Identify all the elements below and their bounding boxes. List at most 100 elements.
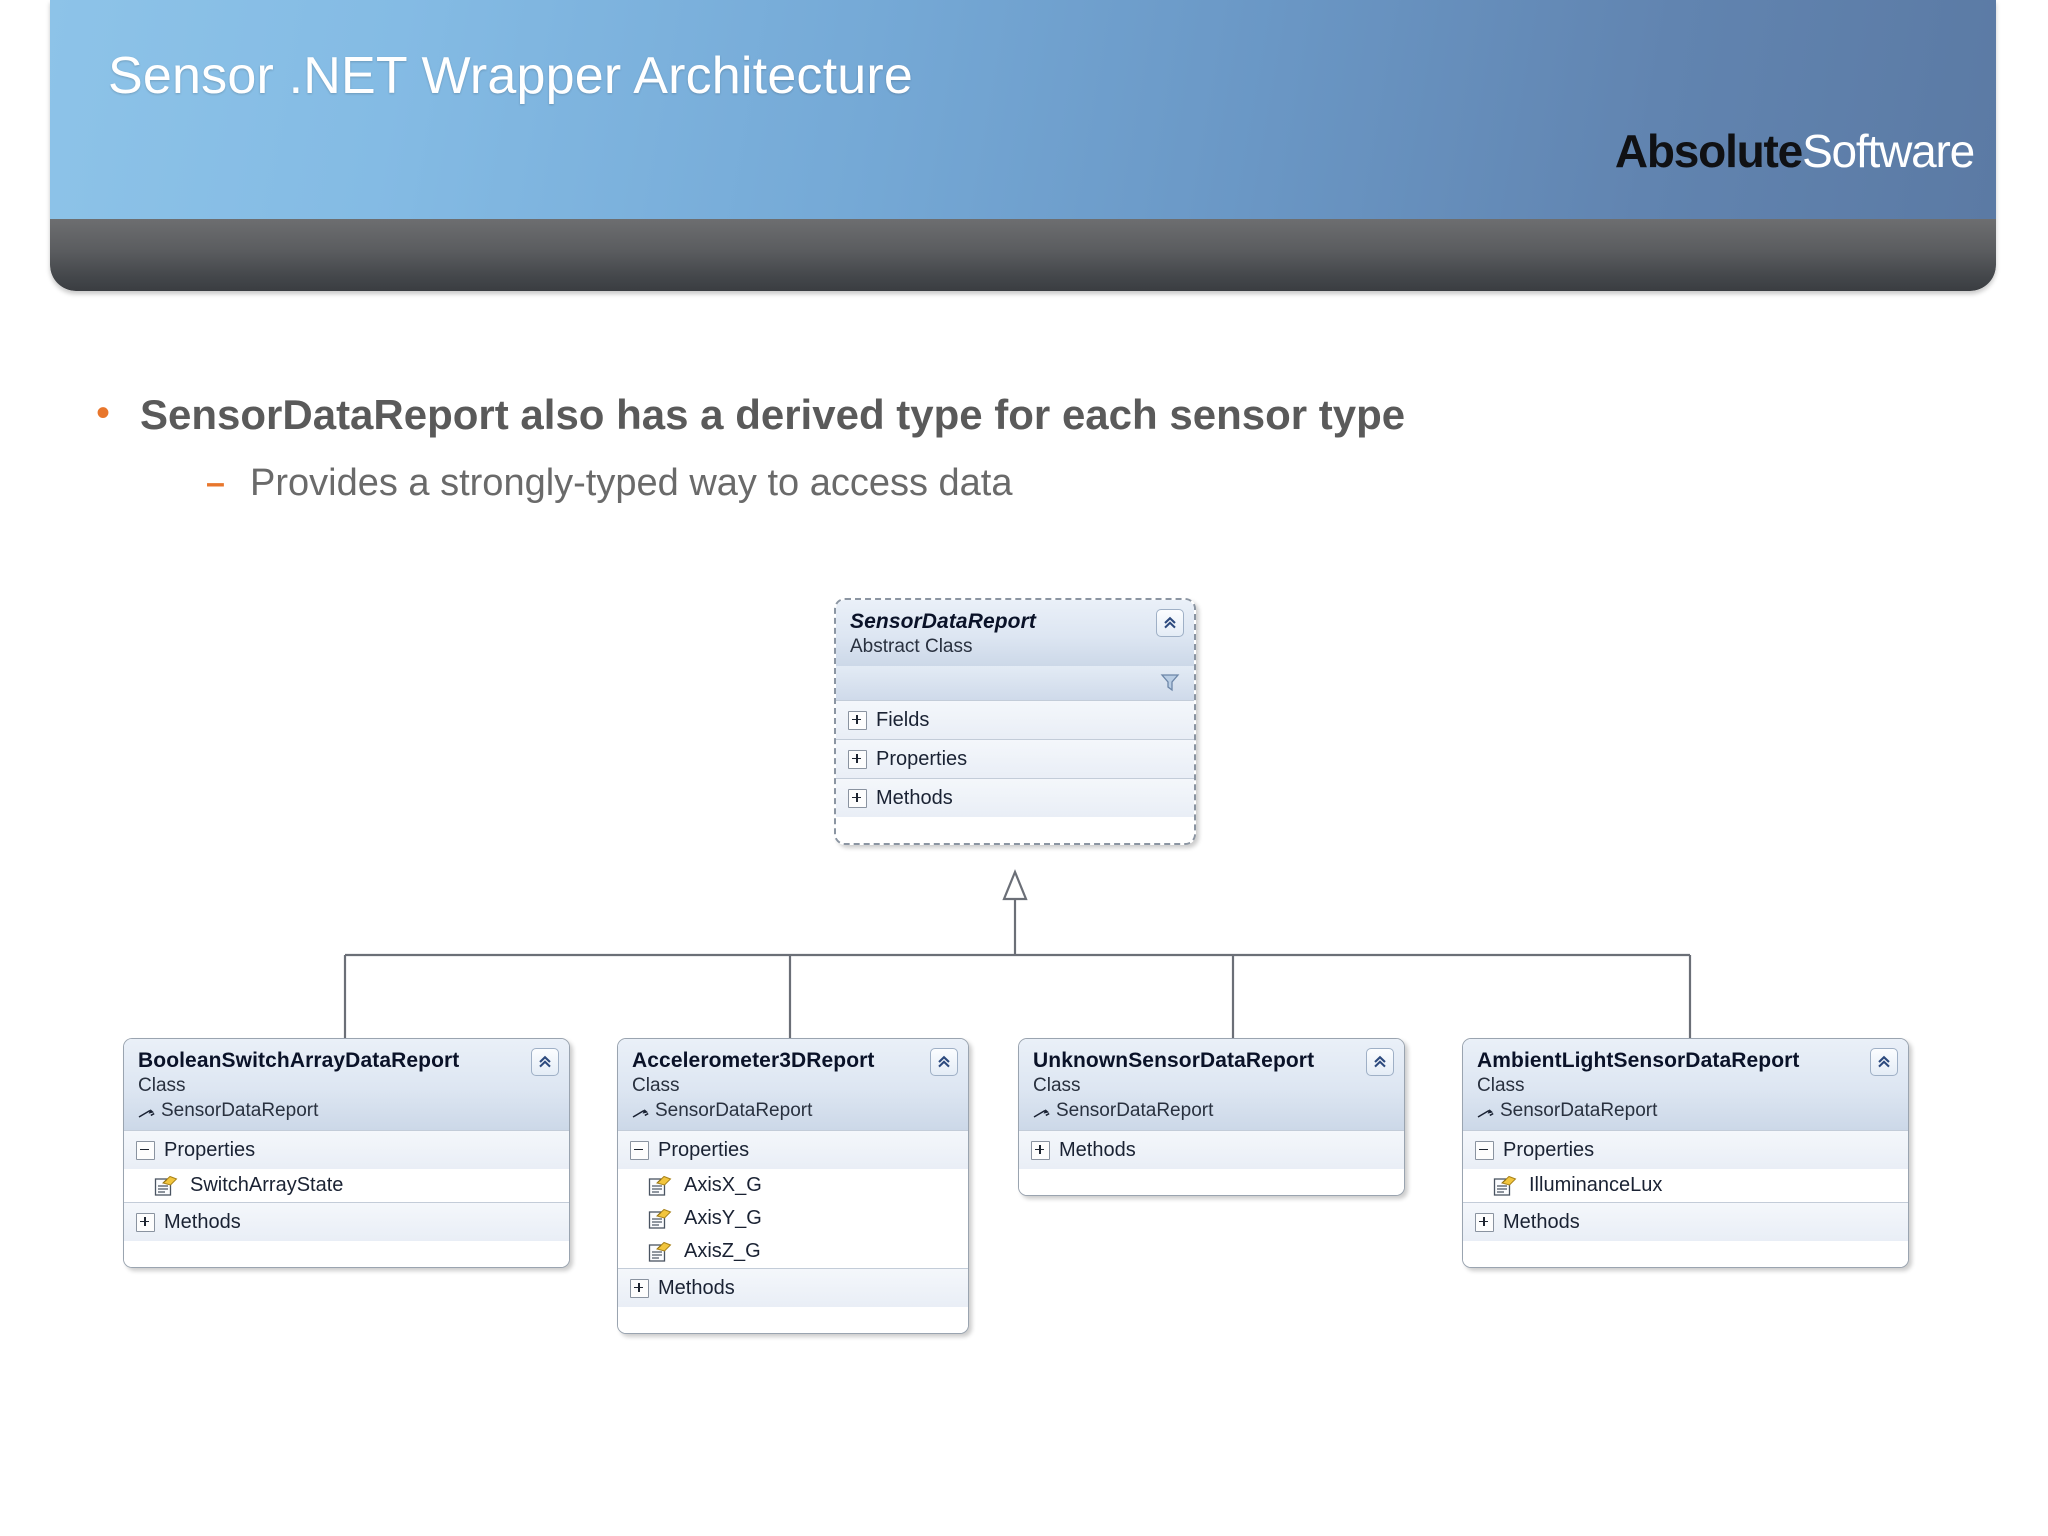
expand-plus-icon[interactable]: [1031, 1140, 1050, 1160]
double-chevron-up-glyph: [1164, 616, 1176, 629]
logo-light-word: Software: [1802, 125, 1975, 177]
property-icon: [1493, 1175, 1517, 1197]
expand-plus-icon[interactable]: [1475, 1212, 1494, 1232]
double-chevron-up-icon[interactable]: [1366, 1048, 1394, 1076]
class-title: UnknownSensorDataReport: [1033, 1049, 1315, 1072]
property-icon: [154, 1175, 178, 1197]
bullet-level1: • SensorDataReport also has a derived ty…: [96, 390, 1976, 440]
expand-plus-icon[interactable]: [630, 1278, 649, 1298]
section-properties[interactable]: Properties: [124, 1130, 569, 1169]
class-box-footer: [618, 1307, 968, 1333]
class-box-accelerometer3dreport[interactable]: Accelerometer3DReport Class SensorDataRe…: [617, 1038, 969, 1334]
bullet-marker-icon: •: [96, 391, 111, 435]
class-header: UnknownSensorDataReport Class SensorData…: [1019, 1039, 1404, 1130]
section-methods[interactable]: Methods: [836, 778, 1194, 817]
list-item[interactable]: AxisX_G: [618, 1169, 968, 1202]
class-base-type: SensorDataReport: [138, 1098, 557, 1123]
absolute-software-logo: AbsoluteSoftware: [1615, 125, 1975, 177]
slide-header-banner: Sensor .NET Wrapper Architecture Absolut…: [50, 0, 1996, 291]
inheritance-arrow-glyph: [1033, 1108, 1050, 1118]
section-properties[interactable]: Properties: [618, 1130, 968, 1169]
property-icon: [648, 1208, 672, 1230]
base-type-label: SensorDataReport: [161, 1100, 319, 1121]
expand-plus-icon[interactable]: [848, 710, 867, 730]
list-item[interactable]: AxisZ_G: [618, 1235, 968, 1268]
section-label: Methods: [658, 1277, 735, 1299]
double-chevron-up-icon[interactable]: [1156, 609, 1184, 637]
section-label: Methods: [1503, 1211, 1580, 1233]
section-methods[interactable]: Methods: [1019, 1130, 1404, 1169]
list-item[interactable]: AxisY_G: [618, 1202, 968, 1235]
member-name: SwitchArrayState: [190, 1174, 344, 1196]
double-chevron-up-icon[interactable]: [930, 1048, 958, 1076]
class-box-unknownsensordatareport[interactable]: UnknownSensorDataReport Class SensorData…: [1018, 1038, 1405, 1196]
inheritance-arrow-glyph: [1477, 1108, 1494, 1118]
class-title: Accelerometer3DReport: [632, 1049, 875, 1072]
funnel-icon[interactable]: [1158, 670, 1182, 700]
class-header: BooleanSwitchArrayDataReport Class Senso…: [124, 1039, 569, 1130]
section-label: Properties: [658, 1139, 750, 1161]
class-kind: Class: [138, 1075, 186, 1096]
class-box-ambientlightsensordatareport[interactable]: AmbientLightSensorDataReport Class Senso…: [1462, 1038, 1909, 1268]
section-methods[interactable]: Methods: [124, 1202, 569, 1241]
section-label: Methods: [876, 787, 953, 809]
property-glyph: [648, 1208, 672, 1229]
member-name: AxisX_G: [684, 1174, 762, 1196]
class-kind: Class: [1477, 1075, 1525, 1096]
page-title: Sensor .NET Wrapper Architecture: [108, 47, 914, 105]
member-name: AxisY_G: [684, 1207, 762, 1229]
class-box-footer: [836, 817, 1194, 843]
class-kind: Class: [632, 1075, 680, 1096]
class-box-footer: [1019, 1169, 1404, 1195]
class-base-type: SensorDataReport: [1477, 1098, 1896, 1123]
class-box-booleanswitcharraydatareport[interactable]: BooleanSwitchArrayDataReport Class Senso…: [123, 1038, 570, 1268]
class-box-footer: [124, 1241, 569, 1267]
expand-plus-icon[interactable]: [136, 1212, 155, 1232]
class-title: AmbientLightSensorDataReport: [1477, 1049, 1800, 1072]
sub-bullet-marker-icon: –: [206, 464, 225, 502]
section-fields[interactable]: Fields: [836, 700, 1194, 739]
class-box-footer: [1463, 1241, 1908, 1267]
bullet-level2-text: Provides a strongly-typed way to access …: [250, 462, 1013, 504]
section-methods[interactable]: Methods: [618, 1268, 968, 1307]
base-type-label: SensorDataReport: [655, 1100, 813, 1121]
list-item[interactable]: IlluminanceLux: [1463, 1169, 1908, 1202]
class-kind: Class: [1033, 1075, 1081, 1096]
base-type-label: SensorDataReport: [1500, 1100, 1658, 1121]
class-base-type: SensorDataReport: [1033, 1098, 1392, 1123]
property-glyph: [1493, 1175, 1517, 1196]
property-glyph: [154, 1175, 178, 1196]
collapse-minus-icon[interactable]: [630, 1140, 649, 1160]
double-chevron-up-glyph: [938, 1055, 950, 1068]
expand-plus-icon[interactable]: [848, 749, 867, 769]
double-chevron-up-icon[interactable]: [531, 1048, 559, 1076]
member-name: AxisZ_G: [684, 1240, 761, 1262]
expand-plus-icon[interactable]: [848, 788, 867, 808]
double-chevron-up-icon[interactable]: [1870, 1048, 1898, 1076]
member-list: IlluminanceLux: [1463, 1169, 1908, 1202]
property-icon: [648, 1241, 672, 1263]
double-chevron-up-glyph: [1374, 1055, 1386, 1068]
inheritance-arrow-glyph: [632, 1108, 649, 1118]
funnel-glyph: [1160, 674, 1180, 692]
list-item[interactable]: SwitchArrayState: [124, 1169, 569, 1202]
class-title: BooleanSwitchArrayDataReport: [138, 1049, 460, 1072]
banner-blue-gradient: [50, 0, 1996, 219]
section-label: Properties: [876, 748, 968, 770]
section-properties[interactable]: Properties: [1463, 1130, 1908, 1169]
inheritance-arrow-icon: [1033, 1104, 1050, 1118]
section-methods[interactable]: Methods: [1463, 1202, 1908, 1241]
collapse-minus-icon[interactable]: [136, 1140, 155, 1160]
property-icon: [648, 1175, 672, 1197]
filter-row: [836, 666, 1194, 700]
member-name: IlluminanceLux: [1529, 1174, 1663, 1196]
section-label: Methods: [1059, 1139, 1136, 1161]
class-box-sensordatareport[interactable]: SensorDataReport Abstract Class Fields P…: [834, 598, 1196, 845]
banner-dark-strip: [50, 219, 1996, 291]
member-list: AxisX_G AxisY_G: [618, 1169, 968, 1268]
section-properties[interactable]: Properties: [836, 739, 1194, 778]
double-chevron-up-glyph: [539, 1055, 551, 1068]
class-header: AmbientLightSensorDataReport Class Senso…: [1463, 1039, 1908, 1130]
double-chevron-up-glyph: [1878, 1055, 1890, 1068]
collapse-minus-icon[interactable]: [1475, 1140, 1494, 1160]
